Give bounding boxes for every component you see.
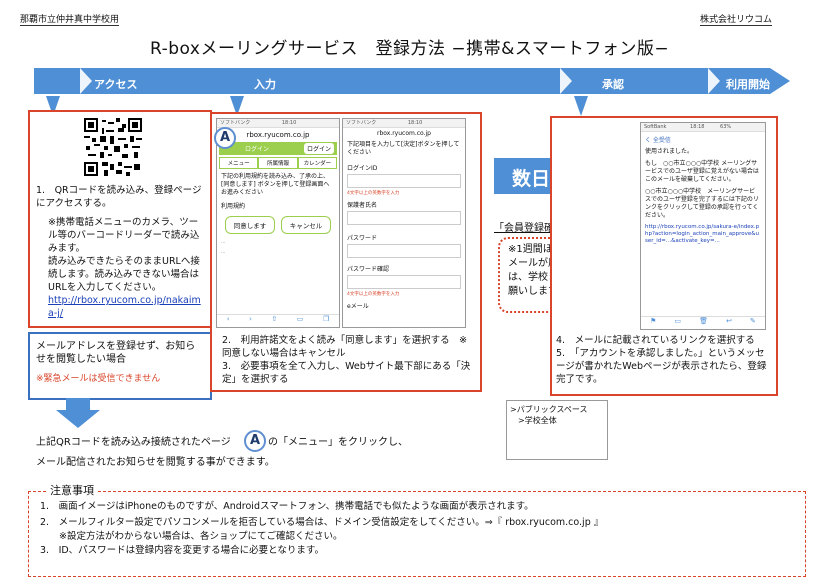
field-password-confirm-input[interactable] <box>347 275 461 289</box>
status-carrier: ソフトバンク <box>220 120 251 126</box>
field-guardian-name-label: 保護者氏名 <box>347 202 378 209</box>
mail-status-carrier: SoftBank <box>644 124 667 130</box>
field-email-label: eメール <box>347 303 369 310</box>
battery-level: 63% <box>720 124 732 130</box>
marker-a-circle-2: A <box>244 430 266 452</box>
qr-code-image <box>84 118 142 176</box>
browser-url: rbox.ryucom.co.jp <box>246 131 310 139</box>
access-note: ※携帯電話メニューのカメラ、ツール等のバーコードリーダーで読み込みます。 <box>48 217 200 254</box>
process-flow-arrow <box>34 68 790 94</box>
qr-menu-line-2: メール配信されたお知らせを閲覧する事ができます。 <box>36 457 275 468</box>
status-time: 18:10 <box>281 120 297 126</box>
stage-access: アクセス <box>94 78 138 91</box>
field-guardian-name-input[interactable] <box>347 211 461 225</box>
bookmarks-icon[interactable]: ▭ <box>296 315 304 323</box>
terms-small-text: … <box>221 240 226 245</box>
stage-start-use: 利用開始 <box>726 78 770 91</box>
note-item-1: 1. 画面イメージはiPhoneのものですが、Androidスマートフォン、携帯… <box>40 501 534 512</box>
compose-icon[interactable]: ✎ <box>750 317 756 325</box>
mail-status-time: 18:18 <box>690 124 705 130</box>
menu-tabs: メニュー 所属情報 カレンダー <box>219 157 337 169</box>
login-label: ログイン <box>245 146 270 153</box>
stage-input: 入力 <box>254 78 276 91</box>
stage-markers <box>46 68 720 116</box>
terms-intro: 下記の利用規約を読み込み、了承の上、 [同意します] ボタンを押して登録画面へお… <box>221 173 330 196</box>
page-title: R-boxメーリングサービス 登録方法 −携帯&スマートフォン版− <box>150 39 670 59</box>
flag-icon[interactable]: ⚑ <box>650 317 657 325</box>
login-bar: ログイン ログイン <box>219 142 337 155</box>
field-login-id-label: ログインID <box>347 165 378 172</box>
approval-step-5: 5. 「アカウントを承認しました。」というメッセージが書かれたWebページが表示… <box>556 348 767 385</box>
status-time-2: 18:10 <box>407 120 423 126</box>
stage-approval: 承認 <box>602 78 624 91</box>
terms-title: 利用規約 <box>221 203 246 210</box>
tab-calendar[interactable]: カレンダー <box>297 157 337 169</box>
status-carrier-2: ソフトバンク <box>346 120 377 126</box>
forward-icon[interactable]: › <box>249 315 252 323</box>
field-hint: 4文字以上の英数字を入力 <box>347 191 400 196</box>
note-item-2-sub: ※設定方法がわからない場合は、各ショップにてご確認ください。 <box>40 531 343 542</box>
browse-only-title: メールアドレスを登録せず、お知らせを閲覧したい場合 <box>36 341 196 365</box>
reply-icon[interactable]: ↩ <box>726 317 732 325</box>
cancel-button[interactable]: キャンセル <box>281 216 331 234</box>
field-password-label: パスワード <box>347 235 378 242</box>
marker-a-circle: A <box>214 127 236 149</box>
tab-affiliation[interactable]: 所属情報 <box>258 157 298 169</box>
terms-phone-screen: ソフトバンク 18:10 rbox.ryucom.co.jp ログイン ログイン… <box>216 118 340 328</box>
field-password-input[interactable] <box>347 244 461 258</box>
share-icon[interactable]: ⇧ <box>271 315 278 323</box>
registration-phone-screen: ソフトバンク 18:10 rbox.ryucom.co.jp 下記項目を入力して… <box>342 118 466 328</box>
trash-icon[interactable]: 🗑 <box>699 317 708 325</box>
mail-phone-screen: SoftBank 18:18 63% く 全受信 使用されました。 もし ○○市… <box>640 122 766 330</box>
terms-small-text-2: … <box>221 250 226 255</box>
registration-url-link[interactable]: http://rbox.ryucom.co.jp/nakaima-j/ <box>48 295 201 319</box>
company-name: 株式会社リウコム <box>700 12 773 26</box>
qr-menu-text-after: の「メニュー」をクリックし、 <box>268 437 408 448</box>
browser-toolbar: ‹ › ⇧ ▭ ❐ <box>217 314 339 327</box>
down-arrow <box>56 398 100 428</box>
input-step-3: 3. 必要事項を全て入力し、Webサイト最下部にある「決定」を選択する <box>222 361 471 385</box>
public-space-line-1: >パブリックスペース <box>510 405 588 414</box>
note-item-3: 3. ID、パスワードは登録内容を変更する場合に必要となります。 <box>40 545 324 556</box>
terms-buttons: 同意します キャンセル <box>225 216 331 234</box>
back-icon[interactable]: ‹ <box>226 315 230 323</box>
emergency-warning: ※緊急メールは受信できません <box>36 374 161 384</box>
public-space-line-2: >学校全体 <box>510 416 557 425</box>
field-password-confirm-label: パスワード確認 <box>347 266 390 273</box>
access-step-1: 1. QRコードを読み込み、登録ページにアクセスする。 <box>36 185 202 209</box>
approval-step-4: 4. メールに記載されているリンクを選択する <box>556 335 755 346</box>
agree-button[interactable]: 同意します <box>225 216 275 234</box>
notes-title: 注意事項 <box>46 482 98 498</box>
tab-menu[interactable]: メニュー <box>219 157 259 169</box>
form-intro: 下記項目を入力して[決定]ボタンを押してください <box>347 141 460 156</box>
field-hint-2: 4文字以上の英数字を入力 <box>347 292 400 297</box>
login-button[interactable]: ログイン <box>303 143 334 154</box>
folder-icon[interactable]: ▭ <box>674 317 682 325</box>
tabs-icon[interactable]: ❐ <box>322 315 330 323</box>
mail-toolbar: ⚑ ▭ 🗑 ↩ ✎ <box>641 316 765 329</box>
notes-box <box>28 491 806 577</box>
qr-menu-text-before: 上記QRコードを読み込み接続されたページ <box>36 437 231 448</box>
school-name: 那覇市立仲井真中学校用 <box>20 12 120 26</box>
note-item-2: 2. メールフィルター設定でパソコンメールを拒否している場合は、ドメイン受信設定… <box>40 517 604 528</box>
input-step-2: 2. 利用許諾文をよく読み「同意します」を選択する ※同意しない場合はキャンセル <box>222 335 468 359</box>
inbox-back-button[interactable]: く 全受信 <box>645 137 671 144</box>
access-note-2: 読み込みできたらそのままURLへ接続します。読み込みできない場合はURLを入力し… <box>48 256 200 293</box>
browser-url-2: rbox.ryucom.co.jp <box>376 130 431 137</box>
activation-link[interactable]: http://rbox.ryucom.co.jp/sakura-e/index.… <box>645 224 760 244</box>
mail-body-1: 使用されました。 <box>645 148 694 155</box>
field-login-id-input[interactable] <box>347 174 461 188</box>
mail-body-3: ○○市立○○○中学校 メーリングサービスでのユーザ登録を完了するには下記のリンク… <box>645 188 759 219</box>
mail-body-2: もし ○○市立○○○中学校 メーリングサービスでのユーザ登録に覚えがない場合はこ… <box>645 160 759 183</box>
public-space-box <box>506 400 608 460</box>
